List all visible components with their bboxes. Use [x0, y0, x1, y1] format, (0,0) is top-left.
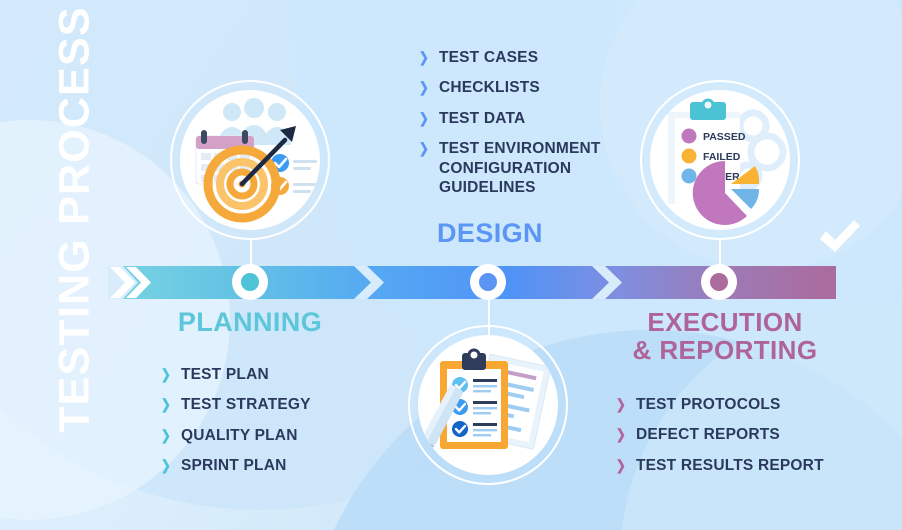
list-item[interactable]: ❯ TEST DATA [418, 109, 648, 128]
stage-items-design: ❯ TEST CASES ❯ CHECKLISTS ❯ TEST DATA ❯ TEST… [418, 48, 648, 197]
completion-checkmark-icon [818, 218, 862, 258]
list-item-label: TEST ENVIRONMENT CONFIGURATION GUIDELINE… [438, 140, 601, 196]
node-stem-planning [250, 240, 252, 270]
list-item[interactable]: ❯ CHECKLISTS [418, 78, 648, 97]
chevron-right-icon: ❯ [418, 79, 430, 96]
list-item-label: QUALITY PLAN [180, 426, 298, 444]
chevron-right-icon: ❯ [160, 457, 172, 474]
chevron-right-icon: ❯ [615, 426, 627, 443]
chevron-right-icon: ❯ [615, 456, 627, 473]
list-item-label: TEST STRATEGY [180, 396, 311, 414]
chevron-right-icon: ❯ [160, 426, 172, 443]
execution-icon: PASSED FAILED OTHER [650, 90, 790, 230]
timeline-node-execution[interactable] [701, 264, 737, 300]
svg-text:PASSED: PASSED [703, 131, 746, 143]
list-item-label: TEST CASES [438, 49, 539, 66]
timeline-node-planning[interactable] [232, 264, 268, 300]
node-dot [241, 273, 259, 291]
list-item-label: TEST PLAN [180, 366, 269, 383]
node-stem-execution [719, 240, 721, 270]
list-item[interactable]: ❯ TEST ENVIRONMENT CONFIGURATION GUIDELIN… [418, 139, 648, 197]
list-item[interactable]: ❯ DEFECT REPORTS [615, 425, 865, 444]
list-item[interactable]: ❯ SPRINT PLAN [160, 456, 380, 475]
stage-heading-design: DESIGN [437, 218, 543, 248]
chevron-right-icon: ❯ [160, 396, 172, 413]
stage-items-planning: ❯TEST PLAN ❯TEST STRATEGY ❯QUALITY PLAN … [160, 365, 380, 476]
list-item[interactable]: ❯ TEST STRATEGY [160, 395, 380, 414]
chevron-right-icon: ❯ [418, 140, 430, 157]
stage-heading-execution: EXECUTION & REPORTING [632, 307, 818, 365]
list-item[interactable]: ❯ TEST CASES [418, 48, 648, 67]
list-item[interactable]: ❯ TEST PLAN [160, 365, 380, 384]
list-item-label: CHECKLISTS [438, 79, 540, 97]
list-item[interactable]: ❯ QUALITY PLAN [160, 426, 380, 445]
stage-heading-planning: PLANNING [177, 307, 323, 337]
list-item[interactable]: ❯ TEST PROTOCOLS [615, 395, 865, 414]
stage-items-execution: ❯ TEST PROTOCOLS ❯ DEFECT REPORTS ❯ TEST RE… [615, 395, 865, 475]
node-stem-design [488, 296, 490, 336]
page-title: TESTING PROCESS [50, 6, 99, 433]
list-item-label: TEST DATA [438, 109, 526, 127]
planning-icon [180, 90, 320, 230]
svg-text:FAILED: FAILED [703, 151, 741, 163]
chevron-right-icon: ❯ [615, 396, 627, 412]
list-item-label: DEFECT REPORTS [635, 426, 780, 444]
chevron-right-icon: ❯ [160, 366, 172, 382]
list-item[interactable]: ❯ TEST RESULTS REPORT [615, 456, 865, 475]
design-icon [418, 335, 558, 475]
node-dot [479, 273, 497, 291]
list-item-label: TEST RESULTS REPORT [635, 456, 824, 474]
chevron-right-icon: ❯ [418, 49, 430, 65]
list-item-label: TEST PROTOCOLS [635, 396, 781, 413]
timeline-node-design[interactable] [470, 264, 506, 300]
chevron-right-icon: ❯ [418, 109, 430, 126]
list-item-label: SPRINT PLAN [180, 457, 287, 475]
node-dot [710, 273, 728, 291]
